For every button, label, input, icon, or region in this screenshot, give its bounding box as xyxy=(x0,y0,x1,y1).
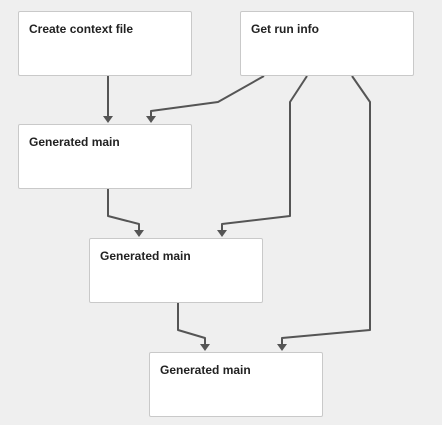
edge-n3-n4 xyxy=(107,189,140,230)
edge-n2-n3 xyxy=(150,75,265,116)
node-label: Get run info xyxy=(251,22,319,36)
edge-n4-n5 xyxy=(177,303,206,344)
arrowhead-n3-n4 xyxy=(134,230,144,237)
node-generated-main-3[interactable]: Generated main xyxy=(149,352,323,417)
node-create-context-file[interactable]: Create context file xyxy=(18,11,192,76)
arrowhead-n2-n4 xyxy=(217,230,227,237)
edge-group xyxy=(103,75,371,351)
arrowhead-n2-n3 xyxy=(146,116,156,123)
node-label: Generated main xyxy=(160,363,251,377)
node-label: Generated main xyxy=(100,249,191,263)
arrowhead-n4-n5 xyxy=(200,344,210,351)
edge-n2-n4 xyxy=(221,75,308,230)
arrowhead-n1-n3 xyxy=(103,116,113,123)
node-generated-main-2[interactable]: Generated main xyxy=(89,238,263,303)
arrowhead-n2-n5 xyxy=(277,344,287,351)
node-generated-main-1[interactable]: Generated main xyxy=(18,124,192,189)
node-get-run-info[interactable]: Get run info xyxy=(240,11,414,76)
node-label: Generated main xyxy=(29,135,120,149)
edge-n2-n5 xyxy=(281,75,371,344)
node-label: Create context file xyxy=(29,22,134,36)
